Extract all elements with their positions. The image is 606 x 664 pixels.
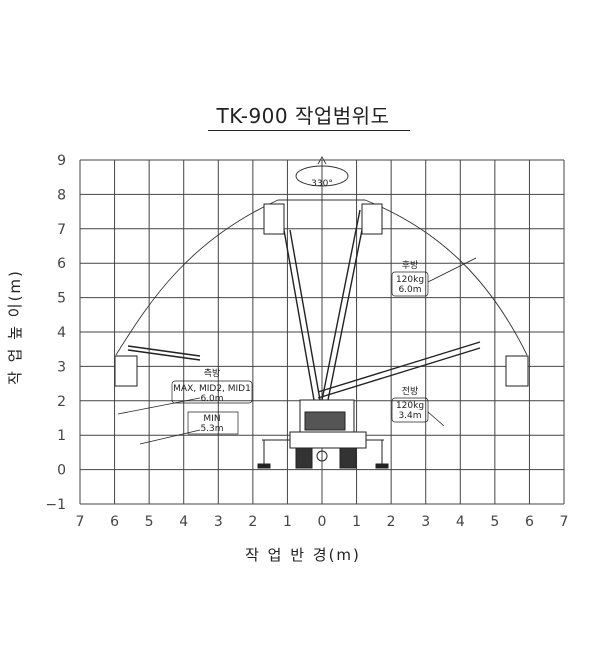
y-tick-label: 7 (57, 222, 66, 238)
side-max-value: 6.0m (200, 394, 223, 404)
side-annotation: 측방 MAX, MID2, MID1 6.0m MIN 5.3m (117, 368, 253, 445)
x-tick-label: 6 (110, 514, 119, 530)
y-tick-label: 5 (57, 291, 66, 307)
x-tick-label: 2 (387, 514, 396, 530)
y-tick-label: 1 (57, 428, 66, 444)
boom-positions (127, 209, 481, 401)
x-tick-label: 1 (283, 514, 292, 530)
x-tick-label: 2 (248, 514, 257, 530)
vehicle-chassis (257, 399, 389, 469)
front-reach: 3.4m (398, 411, 421, 421)
x-tick-label: 6 (525, 514, 534, 530)
work-envelope-arc (115, 199, 528, 356)
grid (79, 159, 565, 505)
x-axis-label: 작 업 반 경(m) (245, 546, 361, 564)
side-min-value: 5.3m (200, 424, 223, 434)
side-max-label: MAX, MID2, MID1 (173, 384, 251, 394)
y-tick-label: 4 (57, 325, 66, 341)
y-tick-label: −1 (45, 497, 66, 513)
x-tick-label: 3 (421, 514, 430, 530)
x-tick-label: 7 (76, 514, 85, 530)
x-tick-label: 0 (318, 514, 327, 530)
work-baskets (114, 203, 529, 387)
y-tick-label: 8 (57, 187, 66, 203)
x-tick-label: 4 (456, 514, 465, 530)
x-tick-label: 5 (145, 514, 154, 530)
rear-load: 120kg (396, 275, 424, 285)
x-tick-label: 4 (179, 514, 188, 530)
front-annotation: 전방 120kg 3.4m (391, 386, 445, 427)
y-tick-label: 0 (57, 463, 66, 479)
y-tick-labels: 9 8 7 6 5 4 3 2 1 0 −1 (45, 153, 66, 513)
y-tick-label: 6 (57, 256, 66, 272)
rear-heading: 후방 (402, 260, 419, 271)
side-heading: 측방 (204, 368, 221, 379)
side-min-label: MIN (203, 414, 220, 424)
y-tick-label: 3 (57, 359, 66, 375)
title-underline (208, 130, 410, 131)
x-tick-label: 5 (490, 514, 499, 530)
y-tick-label: 9 (57, 153, 66, 169)
x-tick-label: 7 (560, 514, 569, 530)
y-tick-label: 2 (57, 394, 66, 410)
front-heading: 전방 (402, 386, 419, 397)
front-load: 120kg (396, 401, 424, 411)
rear-annotation: 후방 120kg 6.0m (391, 257, 477, 297)
x-tick-label: 1 (352, 514, 361, 530)
y-axis-label: 작 업 높 이(m) (6, 269, 24, 385)
x-tick-label: 3 (214, 514, 223, 530)
rotation-indicator: 330° (295, 156, 349, 189)
x-tick-labels: 7 6 5 4 3 2 1 0 1 2 3 4 5 6 7 (76, 514, 569, 530)
page-title: TK-900 작업범위도 (216, 104, 390, 128)
rotation-label: 330° (311, 179, 333, 189)
rear-reach: 6.0m (398, 285, 421, 295)
